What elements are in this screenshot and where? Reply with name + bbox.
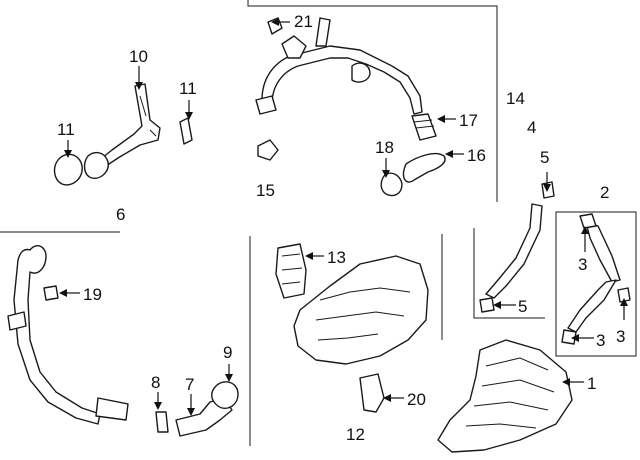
svg-text:5: 5	[540, 148, 549, 167]
svg-text:12: 12	[346, 425, 365, 444]
callout-3a: 3	[578, 226, 589, 274]
callout-11b: 11	[57, 120, 75, 158]
callout-14: 14	[506, 89, 525, 108]
svg-text:3: 3	[596, 331, 605, 350]
svg-text:13: 13	[327, 248, 346, 267]
callout-10: 10	[129, 47, 148, 90]
section-separators	[0, 0, 637, 446]
callout-2: 2	[600, 183, 609, 202]
top-center-frame	[247, 0, 498, 202]
center-housing-assembly	[275, 243, 429, 413]
svg-text:14: 14	[506, 89, 525, 108]
callout-9: 9	[223, 343, 233, 382]
svg-text:18: 18	[375, 138, 394, 157]
callout-5b: 5	[493, 297, 527, 316]
svg-text:9: 9	[223, 343, 232, 362]
svg-text:17: 17	[459, 111, 478, 130]
callout-7: 7	[185, 375, 195, 416]
lower-left-hose-assembly	[7, 245, 239, 437]
svg-text:11: 11	[57, 120, 75, 139]
callout-3b: 3	[571, 331, 605, 350]
callout-13: 13	[305, 248, 346, 267]
callout-15: 15	[256, 181, 275, 200]
svg-text:2: 2	[600, 183, 609, 202]
svg-text:11: 11	[179, 79, 197, 98]
callout-6: 6	[116, 205, 125, 224]
callout-11a: 11	[179, 79, 197, 120]
part5-frame	[473, 228, 545, 319]
svg-text:3: 3	[578, 255, 587, 274]
top-center-pipe-assembly	[255, 17, 446, 197]
callout-1: 1	[562, 374, 596, 393]
callout-21: 21	[271, 12, 313, 31]
upper-left-hose-assembly	[53, 83, 193, 186]
callout-16: 16	[445, 146, 486, 165]
svg-text:20: 20	[407, 390, 426, 409]
svg-text:19: 19	[83, 285, 102, 304]
svg-text:7: 7	[185, 375, 194, 394]
svg-text:15: 15	[256, 181, 275, 200]
callout-8: 8	[151, 373, 162, 410]
right-parts-assembly	[437, 181, 631, 453]
svg-text:21: 21	[294, 12, 313, 31]
callout-12: 12	[346, 425, 365, 444]
callout-4: 4	[527, 118, 536, 137]
callouts: 1 2 3 3 3 4 5 5	[57, 12, 628, 444]
svg-text:3: 3	[616, 327, 625, 346]
callout-3c: 3	[616, 298, 628, 346]
svg-text:6: 6	[116, 205, 125, 224]
callout-5a: 5	[540, 148, 551, 192]
callout-18: 18	[375, 138, 394, 178]
callout-20: 20	[383, 390, 426, 409]
svg-text:1: 1	[587, 374, 596, 393]
svg-text:4: 4	[527, 118, 536, 137]
svg-text:16: 16	[467, 146, 486, 165]
callout-17: 17	[437, 111, 478, 130]
callout-19: 19	[59, 285, 102, 304]
svg-text:8: 8	[151, 373, 160, 392]
svg-text:5: 5	[518, 297, 527, 316]
svg-text:10: 10	[129, 47, 148, 66]
part2-frame	[555, 211, 637, 357]
